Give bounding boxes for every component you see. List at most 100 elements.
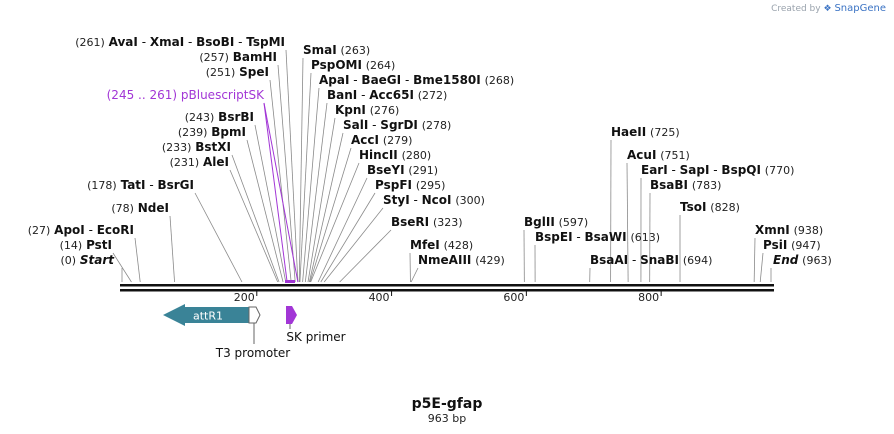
site-label-pspfi[interactable]: PspFI (295) [375,178,445,192]
site-label-hincii[interactable]: HincII (280) [359,148,431,162]
enzyme-name: NdeI [138,201,169,215]
site-position: (0) [60,254,76,267]
enzyme-name: SpeI [239,65,269,79]
map-title: p5E-gfap [412,396,483,412]
enzyme-name: BsaWI [585,230,627,244]
enzyme-name: BsoBI [196,35,234,49]
site-label-bglii[interactable]: BglII (597) [524,215,588,229]
enzyme-name: BsaAI [590,253,628,267]
site-label-smai[interactable]: SmaI (263) [303,43,370,57]
enzyme-name: ApoI [54,223,85,237]
enzyme-separator: - [410,193,422,207]
site-label-end[interactable]: End (963) [773,253,832,267]
site-position: (828) [710,201,740,214]
enzyme-name: PspOMI [311,58,362,72]
site-label-acui[interactable]: AcuI (751) [627,148,690,162]
t3-promoter-label: T3 promoter [215,346,291,360]
site-label-haeii[interactable]: HaeII (725) [611,125,680,139]
enzyme-name: BspQI [721,163,761,177]
enzyme-name: TsoI [680,200,706,214]
enzyme-separator: - [668,163,680,177]
site-label-psii[interactable]: PsiI (947) [763,238,821,252]
enzyme-separator: - [146,178,158,192]
site-label-start[interactable]: (0) Start [60,253,115,267]
attR1-label: attR1 [193,310,223,323]
leader-psii [759,252,764,283]
enzyme-name: StyI [383,193,410,207]
enzyme-name: BpmI [211,125,246,139]
site-position: (243) [185,111,215,124]
site-position: (613) [630,231,660,244]
site-label-bsrbi[interactable]: (243) BsrBI [185,110,254,124]
enzyme-name: BsrGI [157,178,194,192]
site-label-bpmi[interactable]: (239) BpmI [178,125,246,139]
site-label-spei[interactable]: (251) SpeI [206,65,269,79]
site-label-alei[interactable]: (231) AleI [170,155,229,169]
primer-site-label[interactable]: (245 .. 261) pBluescriptSK [107,88,265,102]
enzyme-name: PstI [86,238,112,252]
site-labels: (261) AvaI - XmaI - BsoBI - TspMI(257) B… [28,35,832,267]
site-label-psti[interactable]: (14) PstI [60,238,112,252]
site-label-bsaai-snabi[interactable]: BsaAI - SnaBI (694) [590,253,712,267]
axis-tick-label-200: 200 [234,291,255,304]
enzyme-name: ApaI [319,73,349,87]
primer-site-leader-start [263,102,288,283]
site-label-mfei[interactable]: MfeI (428) [410,238,473,252]
site-label-bsabi[interactable]: BsaBI (783) [650,178,721,192]
site-label-bspei-bsawi[interactable]: BspEI - BsaWI (613) [535,230,660,244]
site-position: (268) [485,74,515,87]
site-label-avai-xmai-bsobi-tspmi[interactable]: (261) AvaI - XmaI - BsoBI - TspMI [75,35,285,49]
site-position: (770) [765,164,795,177]
enzyme-name: TatI [121,178,146,192]
site-label-bseri[interactable]: BseRI (323) [391,215,463,229]
primer-site-position: (245 .. 261) [107,88,177,102]
enzyme-name: MfeI [410,238,440,252]
leader-kpni [307,117,336,283]
leader-tati [194,192,243,283]
enzyme-separator: - [709,163,721,177]
site-label-bani-acc65i[interactable]: BanI - Acc65I (272) [327,88,447,102]
site-label-tsoi[interactable]: TsoI (828) [680,200,740,214]
site-position: (257) [199,51,229,64]
t3-promoter-arrow[interactable] [248,306,261,324]
leader-xmni [753,237,756,283]
leader-sali [308,132,344,283]
site-label-pspomi[interactable]: PspOMI (264) [311,58,395,72]
enzyme-name: AccI [351,133,379,147]
site-label-apai-baegi-bme1580i[interactable]: ApaI - BaeGI - Bme1580I (268) [319,73,514,87]
site-label-apoi-ecori[interactable]: (27) ApoI - EcoRI [28,223,134,237]
leader-bsrbi [254,124,287,283]
enzyme-name: XmaI [150,35,184,49]
site-label-bamhi[interactable]: (257) BamHI [199,50,277,64]
leader-smai [298,57,304,283]
feature-attR1[interactable]: attR1 [163,304,249,326]
site-label-tati-bsrgi[interactable]: (178) TatI - BsrGI [87,178,194,192]
enzyme-name: BamHI [233,50,277,64]
enzyme-name: Start [80,253,115,267]
site-label-styi-ncoi[interactable]: StyI - NcoI (300) [383,193,485,207]
site-label-eari-sapi-bspqi[interactable]: EarI - SapI - BspQI (770) [641,163,794,177]
site-position: (947) [791,239,821,252]
site-label-nmeaiii[interactable]: NmeAIII (429) [418,253,505,267]
site-label-acci[interactable]: AccI (279) [351,133,412,147]
enzyme-name: End [773,253,799,267]
site-position: (251) [206,66,236,79]
site-label-ndei[interactable]: (78) NdeI [111,201,169,215]
primer-site-marker [285,280,295,283]
site-label-sali-sgrdi[interactable]: SalI - SgrDI (278) [343,118,451,132]
site-position: (276) [370,104,400,117]
site-label-xmni[interactable]: XmnI (938) [755,223,823,237]
site-label-kpni[interactable]: KpnI (276) [335,103,399,117]
attR1-arrow[interactable] [163,304,249,326]
site-label-bseyi[interactable]: BseYI (291) [367,163,438,177]
feature-sk-primer[interactable]: SK primer [286,306,346,344]
leader-alei [229,169,279,283]
leader-spei [269,79,292,283]
site-label-bstxi[interactable]: (233) BstXI [162,140,231,154]
site-position: (78) [111,202,134,215]
sk-primer-arrow[interactable] [286,306,297,324]
feature-t3-promoter[interactable]: T3 promoter [215,306,291,360]
map-subtitle: 963 bp [428,412,466,425]
leader-pspfi [320,192,376,283]
